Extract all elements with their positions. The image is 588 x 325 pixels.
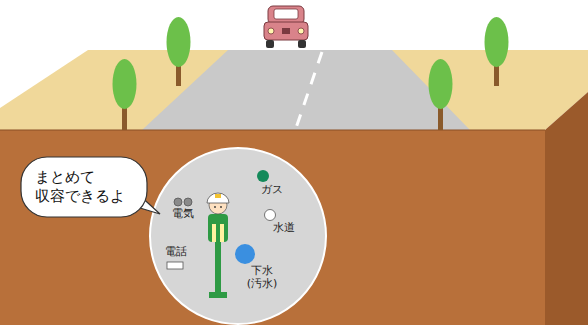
water-label: 水道 bbox=[264, 222, 304, 235]
edge bbox=[0, 130, 545, 131]
center-line bbox=[296, 52, 322, 128]
bubble-text: まとめて 収容できるよ bbox=[35, 168, 133, 207]
water-pipe bbox=[265, 210, 276, 221]
gas-pipe bbox=[257, 170, 269, 182]
gas-label: ガス bbox=[252, 184, 292, 197]
electricity-label: 電気 bbox=[163, 208, 203, 221]
tree bbox=[167, 17, 191, 86]
soil-front bbox=[0, 130, 545, 325]
sewer-pipe bbox=[235, 244, 255, 264]
sewer-label: 下水 (汚水) bbox=[242, 265, 282, 290]
road bbox=[142, 50, 470, 130]
tree bbox=[429, 59, 453, 130]
car bbox=[264, 6, 308, 48]
telephone-cable bbox=[167, 262, 183, 269]
electric-cable bbox=[174, 198, 182, 206]
utility-tunnel bbox=[150, 148, 326, 324]
tree bbox=[113, 59, 137, 130]
electric-cable bbox=[184, 198, 192, 206]
telephone-label: 電話 bbox=[156, 246, 196, 259]
tree bbox=[485, 17, 509, 86]
soil-side bbox=[545, 92, 588, 325]
speech-bubble: まとめて 収容できるよ bbox=[20, 156, 148, 218]
worker bbox=[207, 193, 229, 298]
